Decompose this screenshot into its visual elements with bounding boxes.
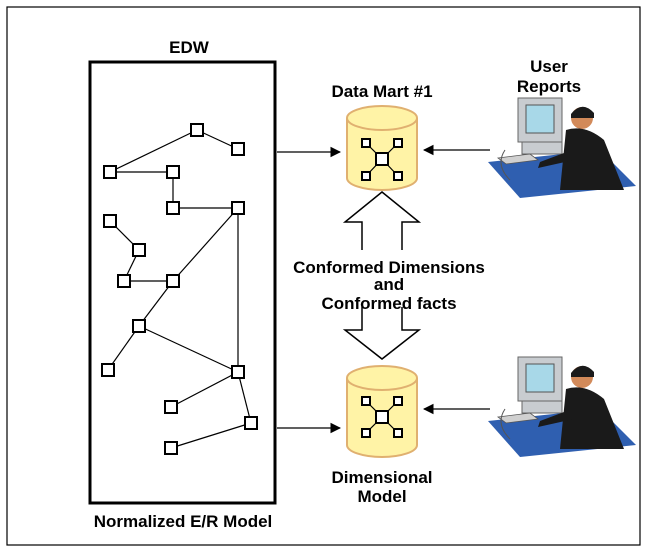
er-entity-node: [166, 274, 180, 288]
er-entity-node: [231, 201, 245, 215]
er-entity-node: [132, 319, 146, 333]
edw-caption: Normalized E/R Model: [94, 512, 273, 531]
user-label-line2: Reports: [517, 77, 581, 96]
er-entity-node: [103, 214, 117, 228]
er-entity-node: [231, 365, 245, 379]
outer-frame: [6, 6, 641, 546]
dimensional-model-caption-line1: Dimensional: [331, 468, 432, 487]
data-mart-title: Data Mart #1: [331, 82, 432, 101]
conformed-line1: Conformed Dimensions: [293, 258, 485, 277]
database-cylinder-icon: [346, 105, 418, 191]
computer-user-icon: [488, 97, 636, 198]
computer-user-icon: [488, 356, 636, 457]
er-entity-node: [164, 400, 178, 414]
star-schema-icon: [361, 396, 403, 438]
edw-title: EDW: [169, 38, 210, 57]
er-entity-node: [164, 441, 178, 455]
er-entity-node: [132, 243, 146, 257]
er-model: [101, 123, 258, 455]
er-entity-node: [166, 165, 180, 179]
star-schema-icon: [361, 138, 403, 181]
er-entity-node: [190, 123, 204, 137]
er-entity-node: [166, 201, 180, 215]
conformed-line3: Conformed facts: [321, 294, 456, 313]
dimensional-model-caption-line2: Model: [357, 487, 406, 506]
er-entity-node: [103, 165, 117, 179]
user-label-line1: User: [530, 57, 568, 76]
double-arrow-icon: [342, 191, 422, 360]
conformed-line2: and: [374, 275, 404, 294]
er-entity-node: [231, 142, 245, 156]
er-entity-node: [244, 416, 258, 430]
er-entity-node: [117, 274, 131, 288]
er-entity-node: [101, 363, 115, 377]
